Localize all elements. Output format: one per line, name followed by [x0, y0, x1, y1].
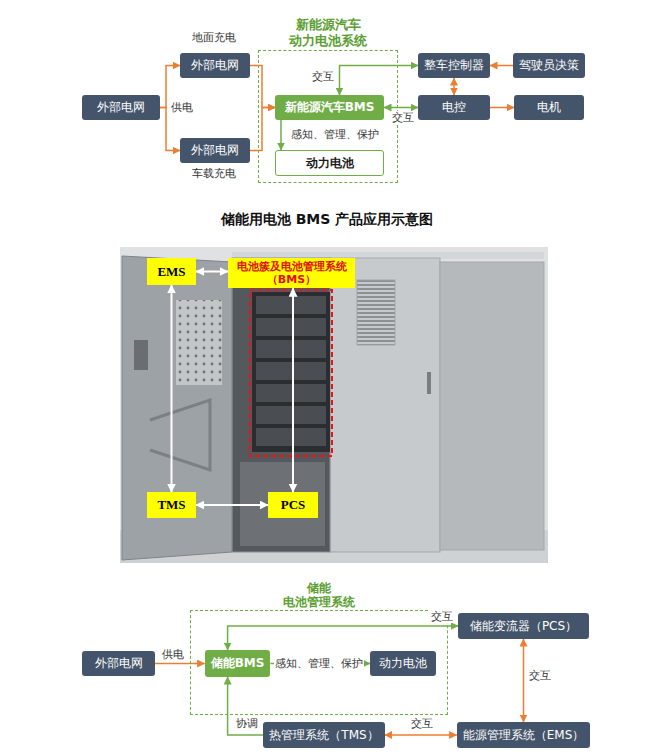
- box-label: 外部电网: [191, 143, 239, 157]
- connector: [490, 65, 513, 67]
- connector: [196, 504, 268, 506]
- grid-box: 外部电网: [82, 651, 155, 676]
- pcs-box: 储能变流器（PCS）: [458, 613, 589, 639]
- box-label: 电控: [442, 100, 466, 114]
- driver-box: 驾驶员决策: [513, 53, 585, 78]
- connector: [340, 66, 419, 96]
- edge-label: 供电: [170, 101, 194, 114]
- box-label: 储能BMS: [211, 656, 265, 670]
- connector: [228, 677, 264, 735]
- photo-tag: 电池簇及电池管理系统 （BMS）: [228, 258, 355, 288]
- battery-box: 动力电池: [370, 651, 436, 676]
- battery-box: 动力电池: [275, 150, 384, 176]
- box-label: TMS: [157, 497, 185, 513]
- box-label: 热管理系统（TMS）: [269, 728, 378, 742]
- controller-box: 整车控制器: [418, 53, 490, 78]
- connector: [490, 107, 514, 109]
- battery-rack: [252, 292, 330, 452]
- connector: [453, 78, 455, 95]
- edge-label: 协调: [235, 717, 259, 730]
- vent: [357, 280, 395, 345]
- open-door: [122, 256, 232, 560]
- box-label: 外部电网: [97, 100, 145, 114]
- box-label: EMS: [157, 264, 185, 280]
- group-title-text: 新能源汽车 动力电池系统: [289, 17, 367, 48]
- box-label: 动力电池: [306, 156, 354, 170]
- box-label: PCS: [281, 497, 306, 513]
- box-label: 能源管理系统（EMS）: [463, 728, 585, 742]
- grid-box: 外部电网: [82, 95, 160, 120]
- edge-label: 交互: [311, 70, 335, 83]
- connector: [196, 271, 228, 273]
- door-panel: [176, 300, 222, 385]
- group-title: 储能 电池管理系统: [191, 581, 447, 610]
- box-label: 驾驶员决策: [519, 58, 579, 72]
- edge-label: 交互: [391, 111, 415, 124]
- connector: [171, 285, 173, 492]
- box-label: 电机: [537, 100, 561, 114]
- battery-module: [256, 428, 326, 446]
- connector: [385, 734, 457, 736]
- door-panel-holes: [176, 300, 222, 385]
- connector: [384, 107, 418, 109]
- cabinet-interior: [232, 258, 330, 552]
- connector: [228, 626, 458, 650]
- connector: [280, 120, 282, 150]
- edge-label: 感知、管理、保护: [290, 128, 380, 141]
- charging-note: 车载充电: [192, 167, 236, 180]
- battery-module: [256, 318, 326, 336]
- control-box: 电控: [418, 95, 490, 120]
- cabinet-front: [330, 258, 440, 552]
- photo-tag: PCS: [268, 492, 318, 518]
- group-title-text: 储能 电池管理系统: [283, 581, 355, 610]
- bms-highlight: [250, 290, 332, 456]
- box-label: 动力电池: [379, 656, 427, 670]
- group-title: 新能源汽车 动力电池系统: [259, 17, 397, 48]
- connector: [523, 639, 525, 722]
- photo-tag: TMS: [147, 492, 196, 518]
- battery-module: [256, 362, 326, 380]
- box-label: 外部电网: [95, 656, 143, 670]
- photo-background: [120, 247, 548, 563]
- box-label: 电池簇及电池管理系统 （BMS）: [237, 260, 347, 286]
- tms-box: 热管理系统（TMS）: [263, 722, 384, 748]
- cabinet-side: [440, 262, 544, 550]
- box-label: 外部电网: [191, 58, 239, 72]
- battery-module: [256, 340, 326, 358]
- battery-module: [256, 406, 326, 424]
- connector: [155, 663, 205, 665]
- grid-box: 外部电网: [180, 53, 250, 78]
- motor-box: 电机: [514, 95, 584, 120]
- battery-module: [256, 384, 326, 402]
- edge-label: 交互: [430, 610, 454, 623]
- bms-box: 新能源汽车BMS: [275, 95, 384, 120]
- bms-box: 储能BMS: [205, 650, 271, 677]
- connector: [292, 288, 294, 492]
- figure-title: 储能用电池 BMS 产品应用示意图: [0, 211, 654, 229]
- edge-label: 供电: [161, 648, 185, 661]
- charging-note: 地面充电: [192, 31, 236, 44]
- photo-tag: EMS: [147, 258, 196, 285]
- box-label: 储能变流器（PCS）: [470, 619, 577, 633]
- box-label: 新能源汽车BMS: [285, 100, 375, 114]
- door-bracket: [150, 400, 210, 470]
- door-lock: [134, 340, 148, 370]
- door-handle: [427, 372, 431, 394]
- connector: [250, 108, 275, 151]
- connector: [250, 66, 275, 108]
- edge-label: 交互: [410, 717, 434, 730]
- battery-module: [256, 296, 326, 314]
- edge-label: 感知、管理、保护: [274, 657, 364, 670]
- edge-label: 交互: [528, 669, 552, 682]
- grid-box: 外部电网: [180, 138, 250, 163]
- ems-box: 能源管理系统（EMS）: [457, 722, 591, 748]
- box-label: 整车控制器: [424, 58, 484, 72]
